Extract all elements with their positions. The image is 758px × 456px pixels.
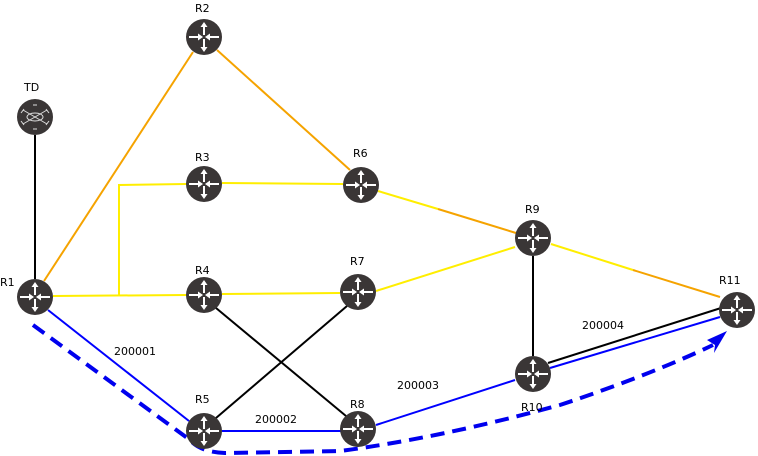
node-label-r4: R4	[195, 264, 210, 277]
node-r2[interactable]: R2	[185, 2, 223, 56]
node-label-r8: R8	[350, 398, 365, 411]
path-hop-r8-r10[interactable]	[375, 379, 516, 426]
link-r3-r6[interactable]	[221, 182, 344, 185]
router-icon	[185, 165, 223, 203]
link-r1-r3[interactable]	[118, 183, 187, 296]
link-labels: 200001 200002 200003 200004	[114, 319, 624, 426]
sr-path-layer	[31, 309, 727, 456]
node-label-r10: R10	[521, 401, 543, 414]
router-icon	[185, 276, 223, 314]
link-r1-r2[interactable]	[43, 51, 194, 282]
links-layer	[34, 49, 722, 419]
node-label-r1: R1	[0, 276, 15, 289]
router-icon	[16, 278, 54, 316]
link-r2-r6[interactable]	[216, 49, 351, 171]
link-r9-r11[interactable]	[550, 243, 721, 298]
traffic-flow-arrow	[31, 323, 714, 456]
link-r7-r9[interactable]	[375, 246, 516, 292]
node-label-r3: R3	[195, 151, 210, 164]
node-r7[interactable]: R7	[339, 255, 377, 311]
node-r10[interactable]: R10	[514, 355, 552, 414]
router-icon	[718, 291, 756, 329]
node-r5[interactable]: R5	[185, 393, 223, 450]
link-r10-r11[interactable]	[547, 307, 722, 364]
router-icon	[514, 355, 552, 393]
link-r6-r9[interactable]	[377, 190, 517, 234]
node-r11[interactable]: R11	[718, 274, 756, 329]
link-r5-r7[interactable]	[215, 305, 348, 419]
router-icon	[342, 166, 380, 204]
router-icon	[514, 219, 552, 257]
node-label-r7: R7	[350, 255, 365, 268]
node-label-r11: R11	[719, 274, 741, 287]
path-hop-r1-r5[interactable]	[47, 309, 190, 422]
path-label-200001: 200001	[114, 345, 156, 358]
node-r3[interactable]: R3	[185, 151, 223, 203]
node-label-r6: R6	[353, 147, 368, 160]
nodes-layer: TD R1 R2 R3 R4 R5 R6 R7	[0, 2, 756, 450]
controller-icon	[16, 98, 54, 136]
node-r6[interactable]: R6	[342, 147, 380, 204]
path-hop-r10-r11[interactable]	[549, 316, 721, 369]
link-r4-r7[interactable]	[221, 292, 341, 295]
node-label-r5: R5	[195, 393, 210, 406]
router-icon	[185, 412, 223, 450]
node-label-td: TD	[23, 81, 39, 94]
router-icon	[185, 18, 223, 56]
router-icon	[339, 410, 377, 448]
node-r9[interactable]: R9	[514, 203, 552, 257]
node-label-r2: R2	[195, 2, 210, 15]
node-td[interactable]: TD	[16, 81, 54, 136]
router-icon	[339, 273, 377, 311]
node-r8[interactable]: R8	[339, 398, 377, 448]
node-r1[interactable]: R1	[0, 276, 54, 316]
path-label-200003: 200003	[397, 379, 439, 392]
path-label-200002: 200002	[255, 413, 297, 426]
flow-arrowhead-icon	[707, 331, 727, 353]
path-label-200004: 200004	[582, 319, 624, 332]
node-r4[interactable]: R4	[185, 264, 223, 314]
node-label-r9: R9	[525, 203, 540, 216]
